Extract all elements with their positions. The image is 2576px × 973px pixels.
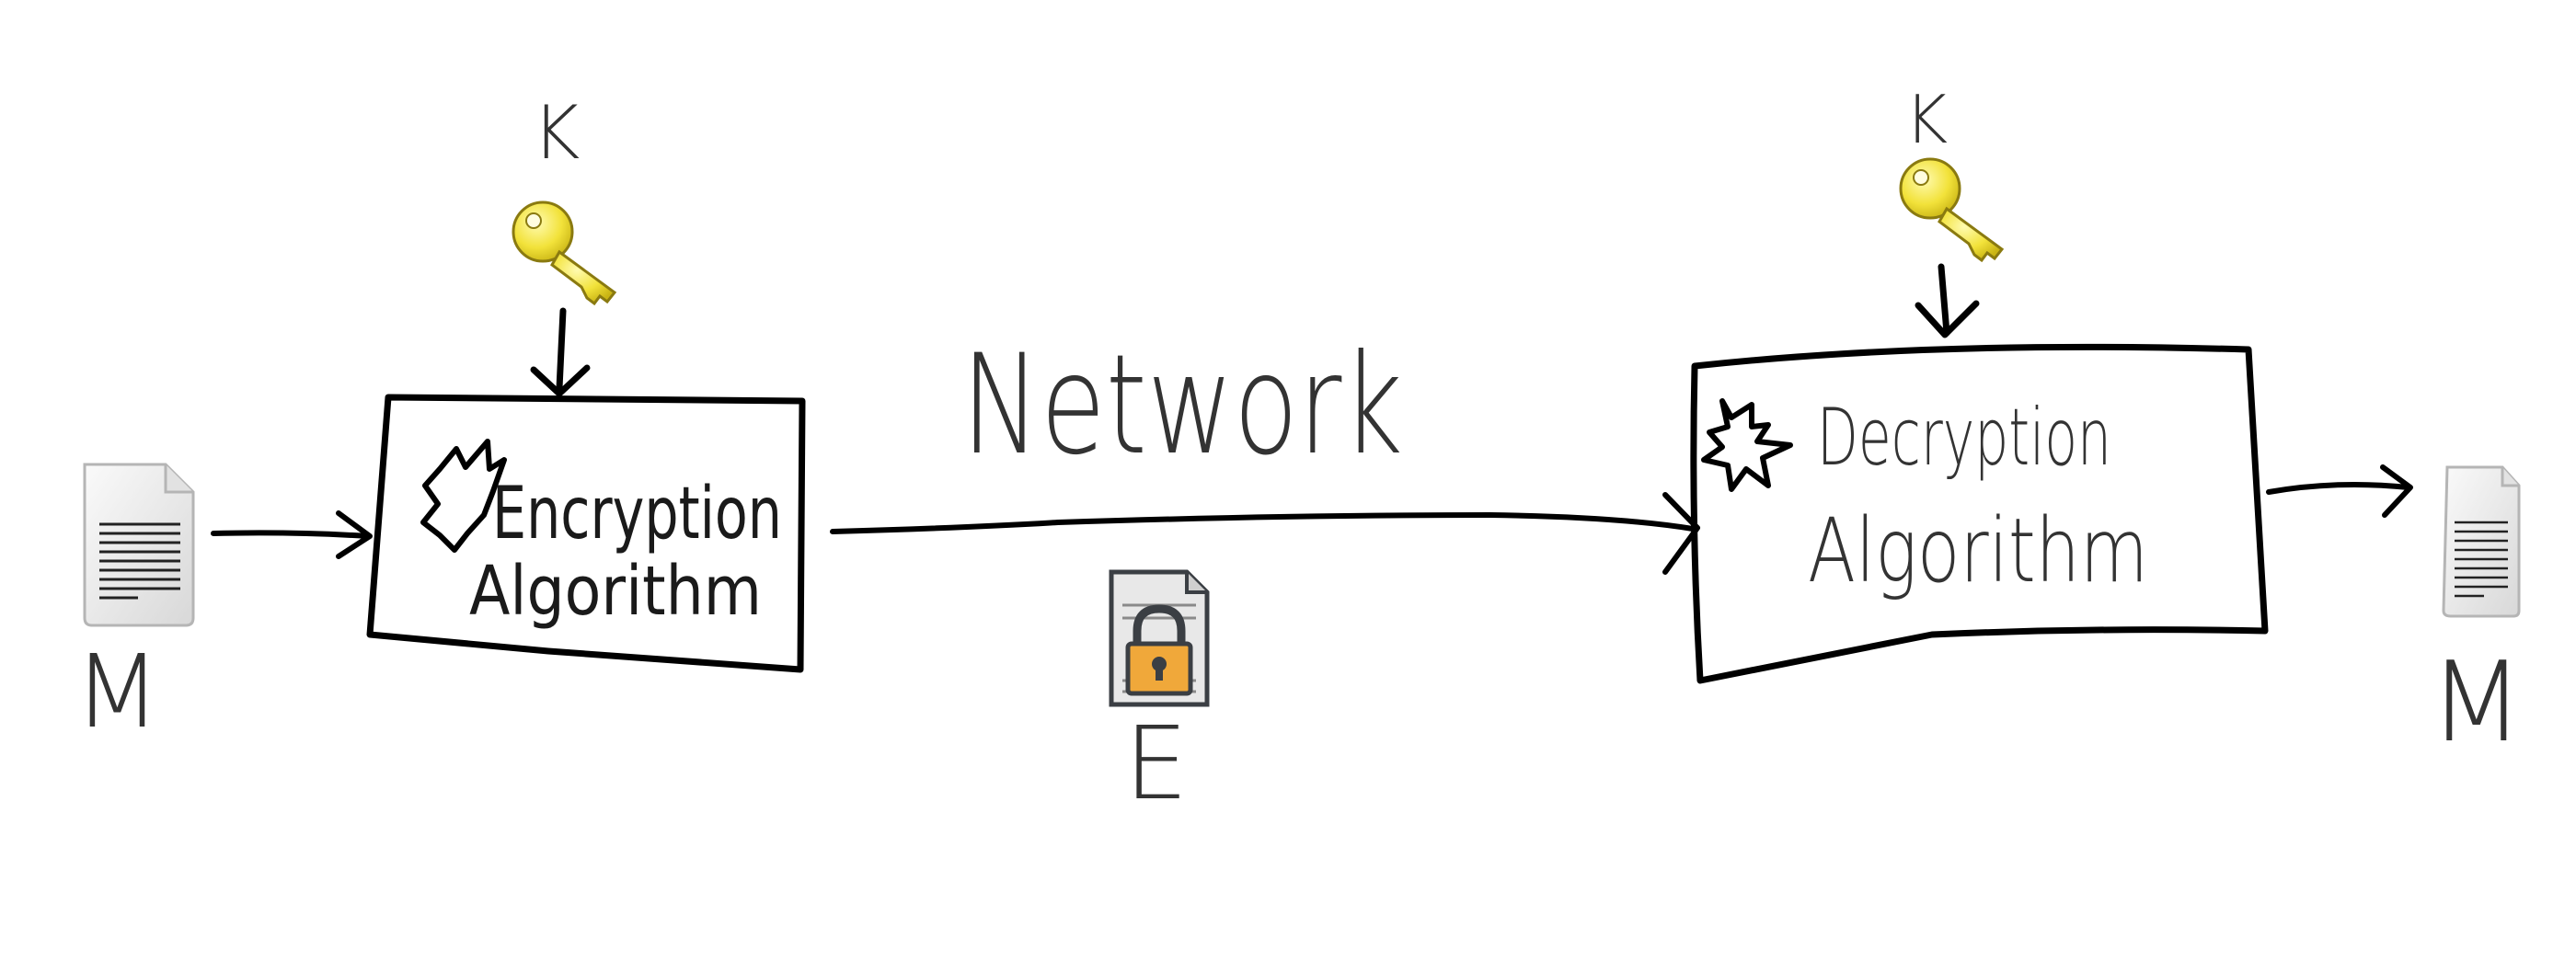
network-channel: Network [830, 326, 1700, 575]
starburst-icon [420, 439, 507, 553]
decryption-algorithm-box: Decryption Algorithm [1690, 343, 2269, 684]
plaintext-left-label: M [74, 633, 161, 750]
key-left: K [512, 90, 617, 397]
arrow-input [211, 510, 373, 559]
plaintext-document-left: M [74, 463, 195, 750]
encryption-label-line1: Encryption [492, 473, 782, 555]
document-icon [2442, 465, 2521, 618]
starburst-icon [1701, 398, 1793, 492]
plaintext-document-right: M [2429, 465, 2524, 767]
key-left-label: K [532, 90, 580, 176]
plaintext-right-label: M [2429, 639, 2524, 767]
encryption-algorithm-box: Encryption Algorithm [366, 394, 806, 673]
arrow-output [2266, 464, 2413, 518]
encryption-label-line2: Algorithm [469, 552, 762, 631]
document-icon [83, 463, 195, 627]
key-icon [1899, 157, 2005, 263]
ciphertext: E [1109, 569, 1210, 822]
decryption-label-line1: Decryption [1817, 392, 2111, 484]
ciphertext-label: E [1124, 704, 1189, 822]
key-right: K [1899, 81, 2005, 338]
key-right-label: K [1904, 81, 1948, 158]
key-icon [512, 200, 617, 306]
network-label: Network [961, 326, 1403, 486]
decryption-label-line2: Algorithm [1808, 499, 2148, 602]
locked-document-icon [1109, 569, 1210, 707]
